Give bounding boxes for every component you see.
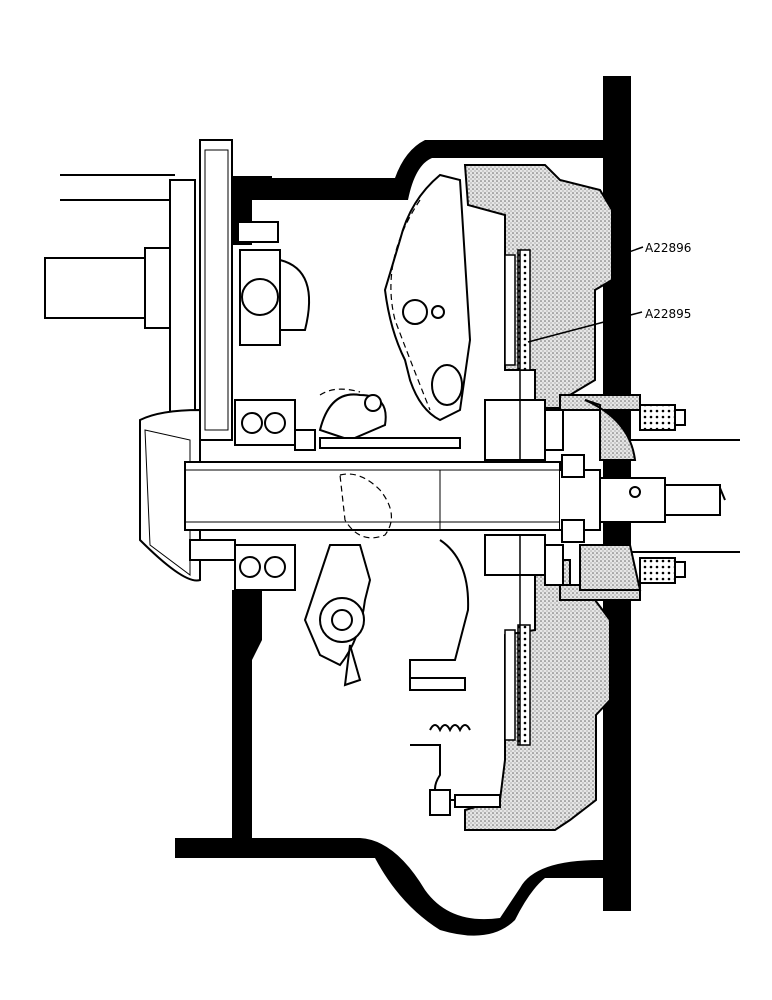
leader-a22895 [527, 311, 643, 343]
pressure-plate [463, 164, 642, 831]
leader-a22896 [611, 246, 644, 259]
release-fork-lower [303, 539, 470, 691]
clutch-disc-hub [484, 250, 585, 745]
flywheel-bolts [639, 404, 686, 584]
callout-label-a22896: A22896 [645, 241, 691, 255]
release-bearing [189, 399, 316, 591]
friction-lining [504, 249, 531, 746]
return-spring [409, 677, 501, 816]
main-shaft [184, 439, 740, 553]
release-fork-upper [318, 173, 472, 449]
input-shaft [44, 174, 196, 441]
pilot-bearing [237, 221, 311, 346]
phantom-outline [319, 199, 431, 539]
flywheel-disk [139, 139, 233, 582]
callout-label-a22895: A22895 [645, 307, 691, 321]
callout-leaders [527, 246, 644, 343]
